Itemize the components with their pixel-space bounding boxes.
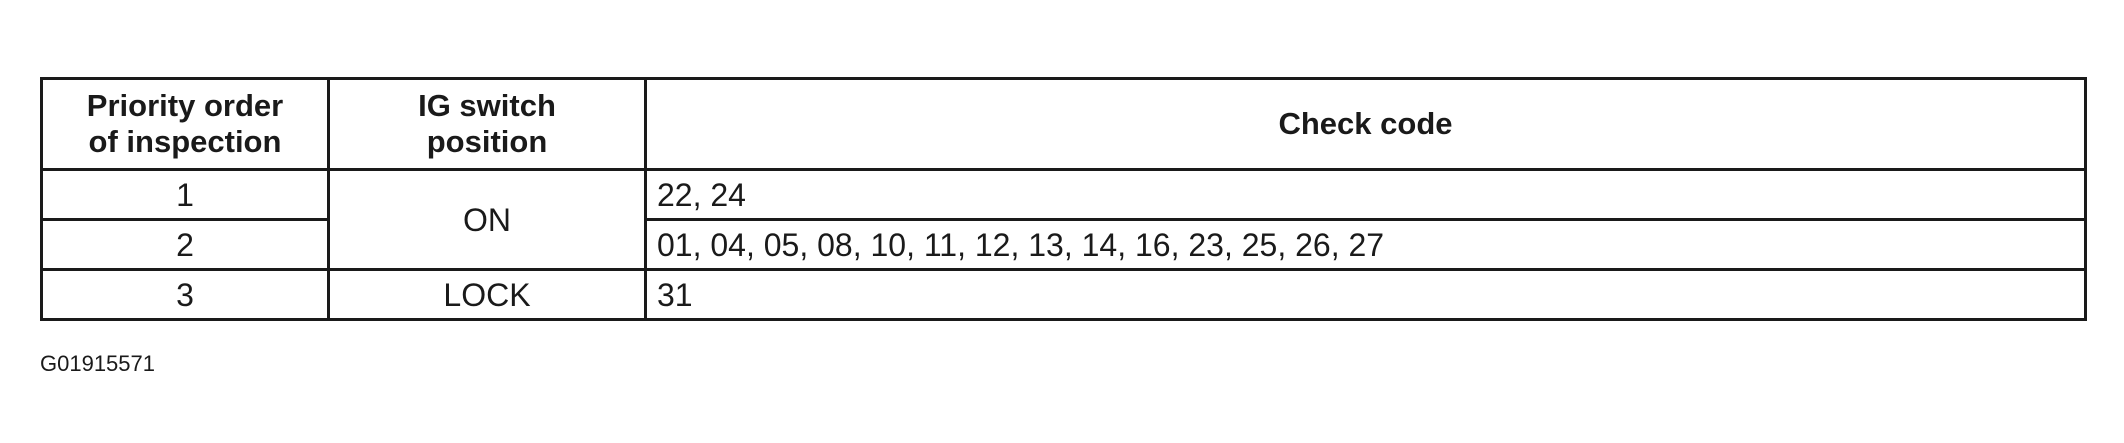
header-check-code: Check code [644, 76, 2087, 172]
priority-cell: 3 [40, 268, 330, 321]
figure-id: G01915571 [40, 351, 155, 376]
priority-cell: 1 [40, 168, 330, 222]
header-ig-line1: IG switch [418, 88, 556, 124]
table-row: 2 01, 04, 05, 08, 10, 11, 12, 13, 14, 16… [40, 218, 2087, 272]
inspection-table: Priority order of inspection IG switch p… [40, 76, 2087, 321]
priority-cell: 2 [40, 218, 330, 272]
header-ig-switch-position: IG switch position [327, 76, 647, 172]
ig-position-cell: ON [327, 168, 647, 272]
header-priority-order: Priority order of inspection [40, 76, 330, 172]
table-row: 3 LOCK 31 [40, 268, 2087, 321]
ig-position-cell: LOCK [327, 268, 647, 321]
header-ig-line2: position [426, 124, 548, 160]
header-row: Priority order of inspection IG switch p… [40, 76, 2087, 172]
check-code-cell: 01, 04, 05, 08, 10, 11, 12, 13, 14, 16, … [644, 218, 2087, 272]
header-priority-line2: of inspection [88, 124, 282, 160]
check-code-cell: 22, 24 [644, 168, 2087, 222]
header-priority-line1: Priority order [86, 88, 284, 124]
check-code-cell: 31 [644, 268, 2087, 321]
table-row: 1 ON 22, 24 [40, 168, 2087, 272]
